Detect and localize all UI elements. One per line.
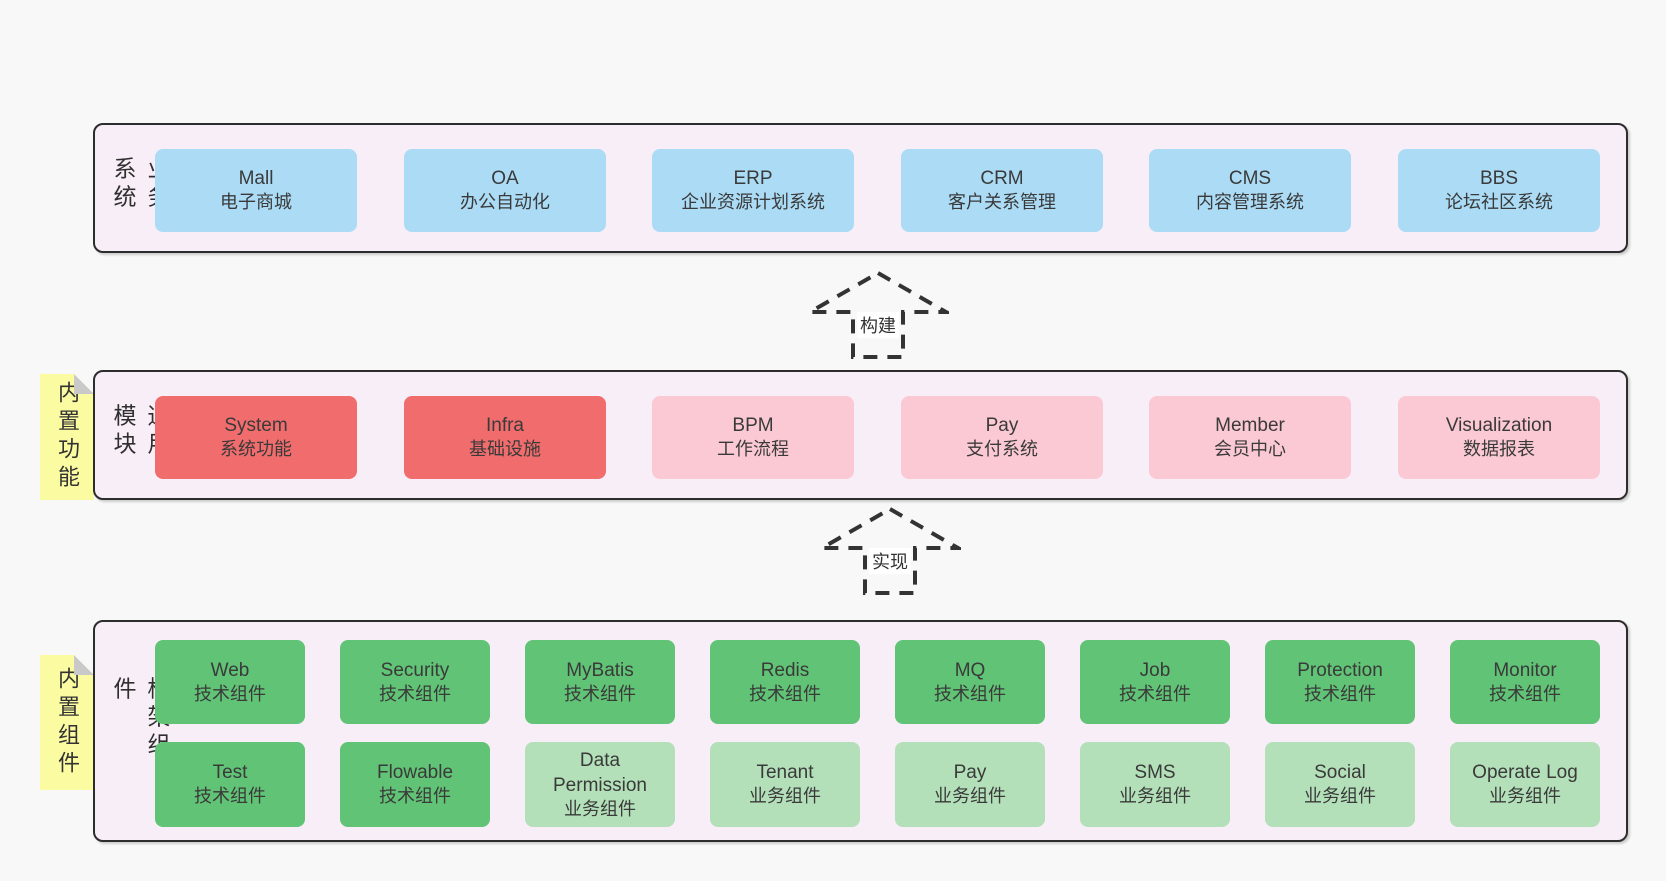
- box-title: Flowable: [376, 762, 454, 784]
- box-title: BBS: [1479, 168, 1519, 190]
- box-subtitle: 技术组件: [934, 683, 1006, 704]
- box-tenant: Tenant 业务组件: [710, 742, 860, 827]
- box-flowable: Flowable 技术组件: [340, 742, 490, 827]
- box-subtitle: 技术组件: [1119, 683, 1191, 704]
- box-title: CRM: [980, 168, 1024, 190]
- box-sms: SMS 业务组件: [1080, 742, 1230, 827]
- box-mybatis: MyBatis 技术组件: [525, 640, 675, 724]
- panel-business-systems: 业务系统 Mall 电子商城 OA 办公自动化 ERP 企业资源计划系统 CRM…: [93, 123, 1628, 253]
- box-test: Test 技术组件: [155, 742, 305, 827]
- box-title: Pay: [985, 415, 1019, 437]
- box-title: Web: [210, 659, 250, 681]
- box-title: OA: [491, 168, 519, 190]
- up-arrow-icon: [807, 270, 949, 359]
- box-subtitle: 技术组件: [1489, 683, 1561, 704]
- box-title: ERP: [733, 168, 773, 190]
- box-title: Infra: [485, 415, 525, 437]
- box-title: Security: [380, 659, 450, 681]
- box-erp: ERP 企业资源计划系统: [652, 149, 854, 232]
- box-subtitle: 技术组件: [379, 786, 451, 807]
- box-title: Data Permission: [553, 749, 647, 796]
- box-bbs: BBS 论坛社区系统: [1398, 149, 1600, 232]
- box-subtitle: 业务组件: [749, 786, 821, 807]
- box-title: Redis: [760, 659, 810, 681]
- box-subtitle: 业务组件: [934, 786, 1006, 807]
- sticky-note-built-in-features: 内置功能: [40, 374, 94, 500]
- box-title: MyBatis: [566, 659, 634, 681]
- note-label: 内置功能: [55, 381, 80, 493]
- box-mq: MQ 技术组件: [895, 640, 1045, 724]
- box-subtitle: 基础设施: [469, 439, 541, 460]
- folded-corner-icon: [74, 374, 94, 394]
- arrow-build: 构建: [807, 270, 949, 360]
- box-title: CMS: [1228, 168, 1272, 190]
- box-title: Operate Log: [1472, 762, 1578, 784]
- box-subtitle: 内容管理系统: [1196, 192, 1304, 213]
- box-title: System: [224, 415, 288, 437]
- sticky-note-built-in-components: 内置组件: [40, 655, 94, 790]
- box-data-permission: Data Permission 业务组件: [525, 742, 675, 827]
- box-subtitle: 数据报表: [1463, 439, 1535, 460]
- box-title: Job: [1139, 659, 1171, 681]
- box-operate-log: Operate Log 业务组件: [1450, 742, 1600, 827]
- box-subtitle: 技术组件: [749, 683, 821, 704]
- box-subtitle: 技术组件: [564, 683, 636, 704]
- box-system: System 系统功能: [155, 396, 357, 479]
- box-protection: Protection 技术组件: [1265, 640, 1415, 724]
- box-title: BPM: [732, 415, 774, 437]
- up-arrow-icon: [819, 506, 961, 595]
- note-label: 内置组件: [55, 666, 80, 779]
- box-title: Mall: [238, 168, 274, 190]
- box-member: Member 会员中心: [1149, 396, 1351, 479]
- box-web: Web 技术组件: [155, 640, 305, 724]
- box-pay: Pay 支付系统: [901, 396, 1103, 479]
- box-visualization: Visualization 数据报表: [1398, 396, 1600, 479]
- arrow-implement-label: 实现: [869, 548, 911, 574]
- box-title: MQ: [954, 659, 986, 681]
- box-subtitle: 技术组件: [194, 786, 266, 807]
- box-oa: OA 办公自动化: [404, 149, 606, 232]
- box-security: Security 技术组件: [340, 640, 490, 724]
- box-crm: CRM 客户关系管理: [901, 149, 1103, 232]
- box-subtitle: 论坛社区系统: [1445, 192, 1553, 213]
- box-subtitle: 业务组件: [1304, 786, 1376, 807]
- box-subtitle: 办公自动化: [460, 192, 550, 213]
- panel-common-modules: 通用模块 System 系统功能 Infra 基础设施 BPM 工作流程 Pay…: [93, 370, 1628, 500]
- box-title: Member: [1215, 415, 1285, 437]
- box-title: Pay: [953, 762, 987, 784]
- box-mall: Mall 电子商城: [155, 149, 357, 232]
- box-title: Social: [1314, 762, 1366, 784]
- box-pay-component: Pay 业务组件: [895, 742, 1045, 827]
- box-subtitle: 工作流程: [717, 439, 789, 460]
- box-subtitle: 客户关系管理: [948, 192, 1056, 213]
- arrow-implement: 实现: [819, 506, 961, 596]
- box-cms: CMS 内容管理系统: [1149, 149, 1351, 232]
- box-title: Protection: [1297, 659, 1383, 681]
- box-subtitle: 业务组件: [1489, 786, 1561, 807]
- box-subtitle: 业务组件: [564, 798, 636, 819]
- folded-corner-icon: [74, 655, 94, 675]
- box-social: Social 业务组件: [1265, 742, 1415, 827]
- box-subtitle: 技术组件: [194, 683, 266, 704]
- box-title: Visualization: [1445, 415, 1553, 437]
- box-title: Tenant: [756, 762, 814, 784]
- box-subtitle: 会员中心: [1214, 439, 1286, 460]
- box-subtitle: 技术组件: [379, 683, 451, 704]
- box-bpm: BPM 工作流程: [652, 396, 854, 479]
- box-title: SMS: [1134, 762, 1176, 784]
- box-subtitle: 企业资源计划系统: [681, 192, 825, 213]
- box-subtitle: 业务组件: [1119, 786, 1191, 807]
- box-subtitle: 电子商城: [220, 192, 292, 213]
- box-title: Monitor: [1493, 659, 1557, 681]
- box-infra: Infra 基础设施: [404, 396, 606, 479]
- arrow-build-label: 构建: [857, 312, 899, 338]
- panel-framework-components: 框架组件 Web 技术组件 Security 技术组件 MyBatis 技术组件…: [93, 620, 1628, 842]
- box-job: Job 技术组件: [1080, 640, 1230, 724]
- box-subtitle: 系统功能: [220, 439, 292, 460]
- box-subtitle: 技术组件: [1304, 683, 1376, 704]
- box-subtitle: 支付系统: [966, 439, 1038, 460]
- box-title: Test: [212, 762, 248, 784]
- box-monitor: Monitor 技术组件: [1450, 640, 1600, 724]
- box-redis: Redis 技术组件: [710, 640, 860, 724]
